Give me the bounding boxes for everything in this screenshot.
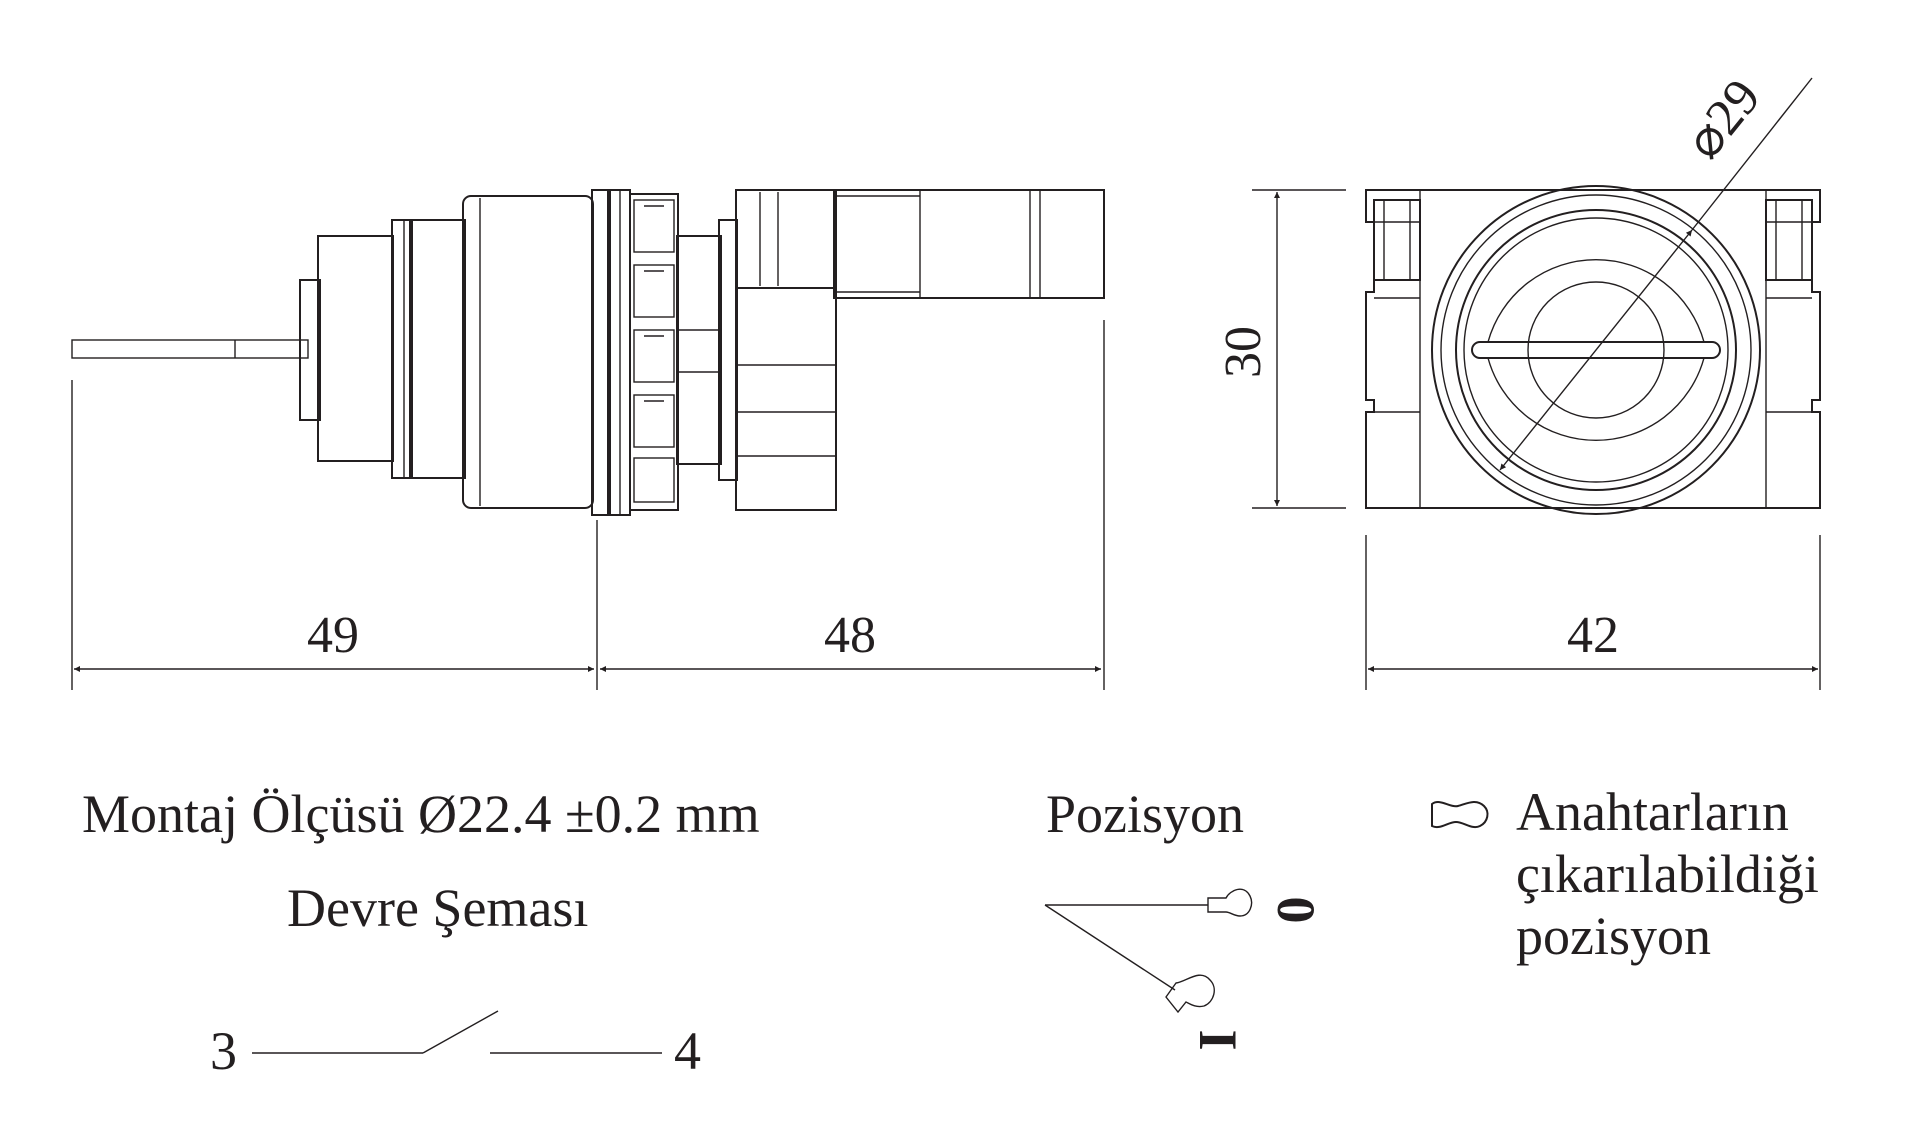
terminal-4-label: 4 [674,1021,701,1081]
collar [676,219,738,481]
dimension-49: 49 [74,607,594,672]
circuit-diagram: 3 4 [210,1010,701,1081]
rear-housing [299,195,594,509]
switch-contact [422,1010,499,1054]
dimension-30: 30 [1215,192,1280,506]
terminal-3-label: 3 [210,1021,237,1081]
dimension-42-label: 42 [1567,607,1619,664]
position-diagram: Pozisyon 0 I [1044,784,1326,1051]
position-1-label: I [1188,1029,1248,1050]
key-head [735,189,837,511]
dimension-49-label: 49 [307,607,359,664]
dimension-42: 42 [1368,607,1818,672]
knurled-ring [591,189,679,516]
position-1-line [1044,904,1176,991]
mounting-dimension-label: Montaj Ölçüsü Ø22.4 ±0.2 mm [82,784,760,844]
circuit-diagram-title: Devre Şeması [287,878,588,938]
front-view: ⌀29 30 42 [1215,69,1821,690]
dimension-48: 48 [600,607,1101,672]
dimension-48-label: 48 [824,607,876,664]
legend-line-3: pozisyon [1516,906,1711,966]
front-extension-lines [1252,189,1821,690]
key-removal-icon [1431,800,1489,829]
position-title: Pozisyon [1046,784,1244,844]
legend-line-2: çıkarılabildiği [1516,844,1819,904]
terminal-pin [71,339,309,359]
legend-line-1: Anahtarların [1516,782,1789,842]
key-1-icon [1165,974,1215,1014]
side-view: 49 48 [71,189,1105,690]
key-0-icon [1207,888,1253,917]
legend: Anahtarların çıkarılabildiği pozisyon [1431,782,1819,966]
position-0-label: 0 [1266,897,1326,924]
svg-text:⌀29: ⌀29 [1675,69,1772,170]
side-extension-lines [71,320,1105,690]
front-body [1365,189,1821,509]
dimension-30-label: 30 [1215,326,1272,378]
key-lever [833,189,1105,299]
